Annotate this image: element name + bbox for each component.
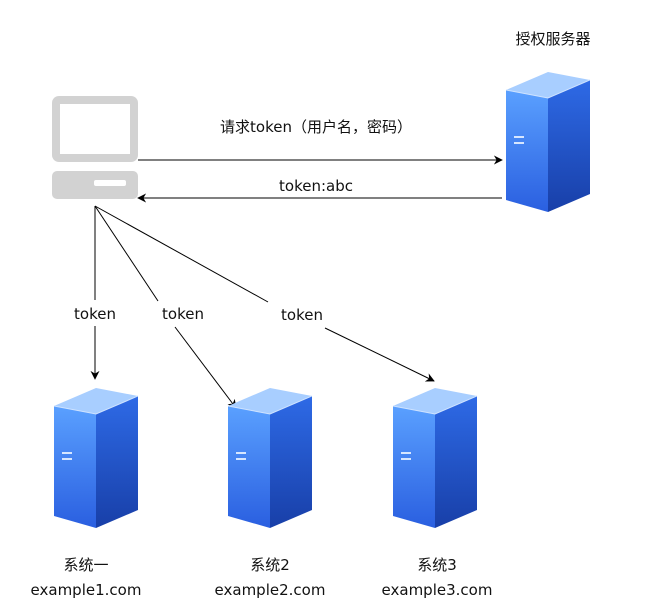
token-edge-segment [94,205,269,303]
system-2-name: 系统2 [250,556,290,574]
request-arrow-label: 请求token（用户名，密码） [220,118,412,136]
server-icon [506,72,590,212]
token-edge-system2: token [94,205,237,409]
server-icon [228,388,312,528]
token-edge-segment [94,205,159,302]
token-arrow-system2 [174,326,237,409]
token-edge-system3: token [94,205,435,382]
system-3: 系统3 example3.com [382,388,493,599]
system-1: 系统一 example1.com [31,388,142,599]
server-icon [393,388,477,528]
token-edge-system1: token [74,206,116,380]
token-arrow-system3 [324,327,435,382]
response-arrow-label: token:abc [279,177,353,195]
token-label-system1: token [74,305,116,323]
computer-icon [52,96,138,199]
system-2: 系统2 example2.com [215,388,326,599]
system-3-name: 系统3 [417,556,457,574]
server-icon [54,388,138,528]
token-label-system2: token [162,305,204,323]
system-1-name: 系统一 [63,556,108,574]
auth-server-label: 授权服务器 [515,30,590,48]
system-3-domain: example3.com [382,581,493,599]
auth-server: 授权服务器 [506,30,591,212]
system-1-domain: example1.com [31,581,142,599]
token-label-system3: token [281,306,323,324]
system-2-domain: example2.com [215,581,326,599]
